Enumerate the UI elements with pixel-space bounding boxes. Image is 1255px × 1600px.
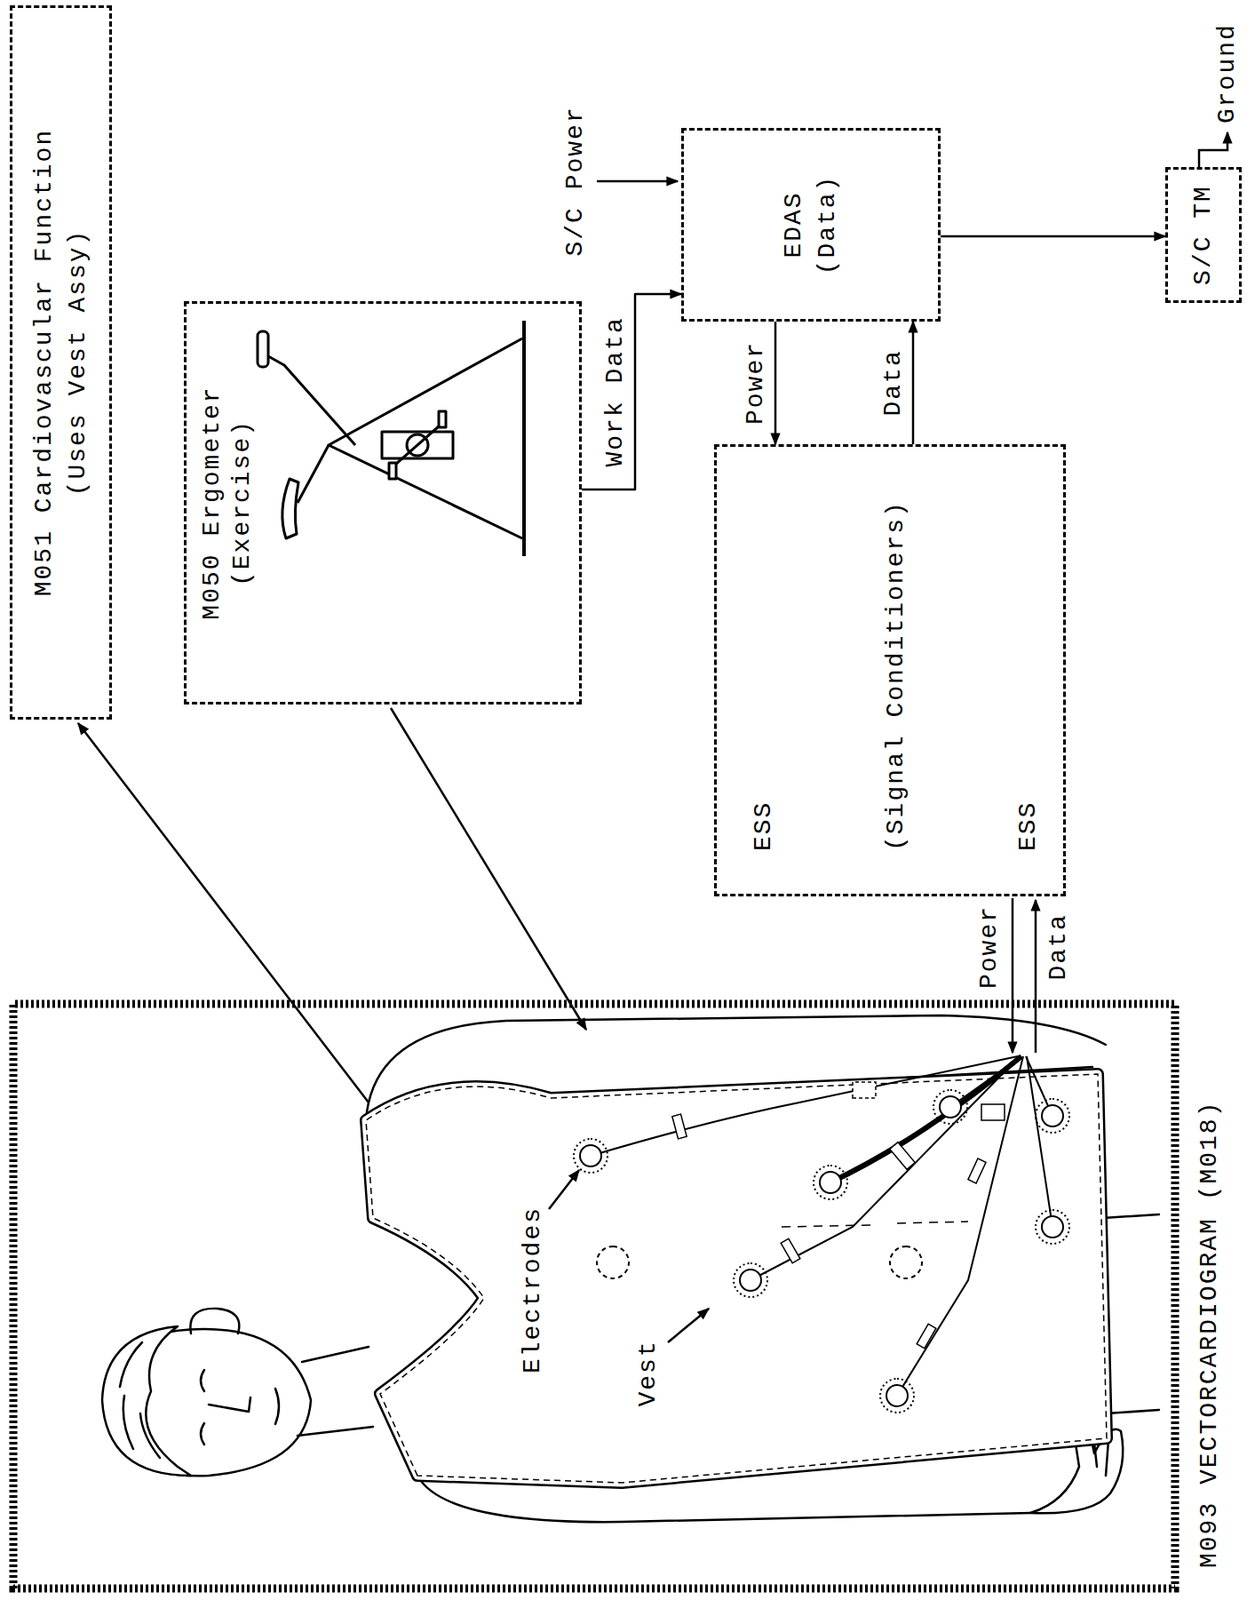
ergometer-pedal	[438, 411, 446, 428]
dotted-frame	[13, 1003, 1176, 1589]
tape-strip	[968, 1158, 986, 1184]
part-label: Vest	[633, 1335, 664, 1410]
electrode	[819, 1171, 842, 1193]
data-line	[1034, 899, 1038, 1053]
box-text: EDAS	[778, 190, 810, 258]
system-box: M050 Ergometer(Exercise)	[183, 301, 582, 705]
part-label: Data	[1043, 909, 1074, 984]
ear	[190, 1308, 239, 1334]
box-text: S/C TM	[1188, 184, 1219, 286]
hair	[102, 1326, 191, 1476]
back-electrode	[596, 1246, 629, 1279]
tape-strip	[916, 1323, 937, 1349]
electrode	[573, 1138, 608, 1173]
connector-arrow	[774, 321, 778, 445]
electrode	[1035, 1098, 1070, 1133]
electrode-wire	[950, 1056, 1022, 1107]
neck	[297, 1346, 374, 1436]
power-arrow	[596, 180, 678, 183]
ergometer-base	[522, 320, 526, 557]
vest-edge	[365, 1073, 1107, 1483]
electrode	[733, 1262, 768, 1297]
box-text: (Exercise)	[227, 419, 258, 587]
part-label: Electrodes	[517, 1202, 549, 1377]
vest-center-line	[781, 1221, 969, 1227]
box-text: M051 Cardiovascular Function	[29, 128, 60, 596]
ergometer-seat	[282, 478, 299, 539]
edge-label: Power	[740, 337, 771, 429]
ground-arrow	[1199, 132, 1228, 170]
power-line	[1011, 897, 1015, 1053]
electrode	[1041, 1104, 1064, 1127]
system-box: M051 Cardiovascular Function(Uses Vest A…	[9, 5, 112, 720]
electrode	[933, 1089, 968, 1124]
hair-strokes	[119, 1342, 160, 1458]
electrode	[739, 1269, 762, 1291]
part-label: Power	[974, 901, 1005, 993]
eyes	[200, 1369, 205, 1445]
leader-arrow	[390, 707, 587, 1030]
vest-pocket	[852, 1081, 876, 1098]
back-electrode	[889, 1246, 922, 1279]
electrode	[880, 1378, 914, 1413]
ergometer-legs	[328, 338, 523, 539]
mouth	[275, 1388, 279, 1424]
nose	[208, 1397, 251, 1412]
box-text: (Signal Conditioners)	[881, 500, 912, 851]
tape-strip	[889, 1142, 915, 1170]
connector-arrow	[581, 293, 682, 490]
box-text: (Uses Vest Assy)	[63, 229, 94, 497]
leader-arrow	[548, 1169, 580, 1209]
electrode-wire	[590, 1056, 1018, 1156]
edge-label: Data	[878, 345, 909, 420]
vest-fill	[365, 1073, 1107, 1483]
electrode-wire	[1026, 1056, 1053, 1227]
box-text: (Data)	[812, 174, 843, 276]
electrode-cable	[830, 1056, 1022, 1183]
box-text: ESS	[748, 801, 779, 851]
connector-arrow	[940, 235, 1166, 239]
electrode	[886, 1384, 908, 1406]
connector-arrow	[912, 321, 915, 445]
leader-arrow	[667, 1308, 709, 1343]
ergometer-seat-post	[297, 444, 329, 503]
electrode	[579, 1144, 602, 1167]
vest-stitching	[365, 1073, 1107, 1483]
system-box: ESS (Signal Conditioners) ESS	[714, 444, 1066, 897]
system-box: S/C TM	[1165, 166, 1242, 303]
ergometer-handlebar	[257, 331, 269, 367]
edge-label: Work Data	[600, 312, 631, 470]
system-box: EDAS(Data)	[681, 127, 941, 322]
tape-strip	[672, 1113, 687, 1139]
electrode	[813, 1165, 848, 1200]
part-label: Ground	[1212, 19, 1243, 128]
leader-arrow	[78, 722, 369, 1103]
electrode	[939, 1096, 962, 1118]
vest-pocket	[981, 1104, 1005, 1120]
ergometer-handle-post	[268, 356, 356, 445]
ergometer-pedal	[389, 462, 397, 479]
electrode-wire	[897, 1056, 1024, 1396]
ergometer-crank-arm	[395, 425, 440, 465]
tape-strip	[780, 1238, 801, 1263]
electrode	[1035, 1209, 1070, 1244]
part-label: S/C Power	[560, 102, 591, 260]
figure-caption: M093 VECTORCARDIOGRAM (M018)	[1194, 1096, 1225, 1572]
electrode	[1041, 1215, 1064, 1238]
box-text: ESS	[1013, 801, 1044, 851]
box-text: M050 Ergometer	[197, 385, 228, 620]
